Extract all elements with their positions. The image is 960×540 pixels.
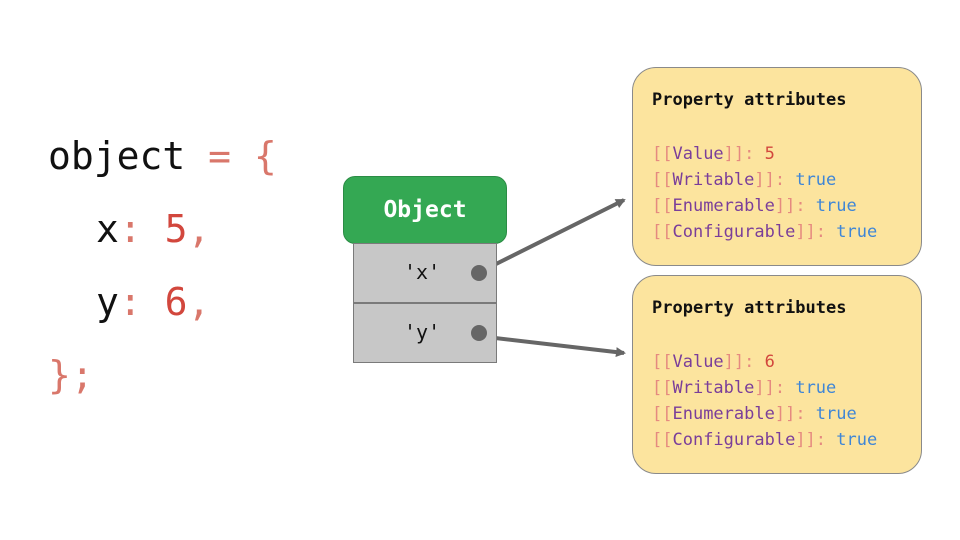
attribute-row-writable: [[Writable]]: true	[652, 378, 837, 398]
arrow-x-to-attributes	[477, 198, 626, 275]
attributes-title: Property attributes	[652, 298, 847, 318]
code-value-y: 6	[164, 280, 188, 324]
code-line-open: object = {	[48, 120, 277, 193]
attribute-row-configurable: [[Configurable]]: true	[652, 430, 878, 450]
attributes-list: [[Value]]: 5 [[Writable]]: true [[Enumer…	[652, 141, 877, 245]
property-key-y: 'y'	[404, 320, 441, 344]
attributes-box-x: Property attributes [[Value]]: 5 [[Writa…	[632, 67, 922, 266]
code-open-brace: {	[253, 134, 277, 178]
property-key-x: 'x'	[404, 260, 441, 284]
pointer-dot-y	[471, 325, 487, 341]
attributes-box-y: Property attributes [[Value]]: 6 [[Writa…	[632, 275, 922, 474]
attribute-row-configurable: [[Configurable]]: true	[652, 222, 878, 242]
code-var-name: object	[48, 134, 186, 178]
pointer-dot-x	[471, 265, 487, 281]
attribute-row-writable: [[Writable]]: true	[652, 170, 837, 190]
code-line-x: x: 5,	[48, 193, 277, 266]
object-header: Object	[343, 176, 507, 244]
code-colon-y: :	[118, 280, 165, 324]
code-value-x: 5	[164, 207, 188, 251]
code-snippet: object = { x: 5, y: 6, };	[48, 120, 277, 412]
object-property-x: 'x'	[353, 243, 497, 303]
attribute-row-enumerable: [[Enumerable]]: true	[652, 404, 857, 424]
arrow-y-to-attributes	[477, 334, 626, 358]
attribute-row-enumerable: [[Enumerable]]: true	[652, 196, 857, 216]
code-key-y: y	[96, 280, 119, 324]
code-comma-y: ,	[187, 280, 211, 324]
code-colon-x: :	[118, 207, 165, 251]
attributes-title: Property attributes	[652, 90, 847, 110]
code-key-x: x	[96, 207, 119, 251]
code-comma-x: ,	[187, 207, 211, 251]
attributes-list: [[Value]]: 6 [[Writable]]: true [[Enumer…	[652, 349, 877, 453]
code-line-close: };	[48, 353, 94, 397]
attribute-row-value: [[Value]]: 5	[652, 144, 775, 164]
code-line-y: y: 6,	[48, 266, 277, 339]
object-property-y: 'y'	[353, 303, 497, 363]
code-assign: =	[185, 134, 254, 178]
attribute-row-value: [[Value]]: 6	[652, 352, 775, 372]
